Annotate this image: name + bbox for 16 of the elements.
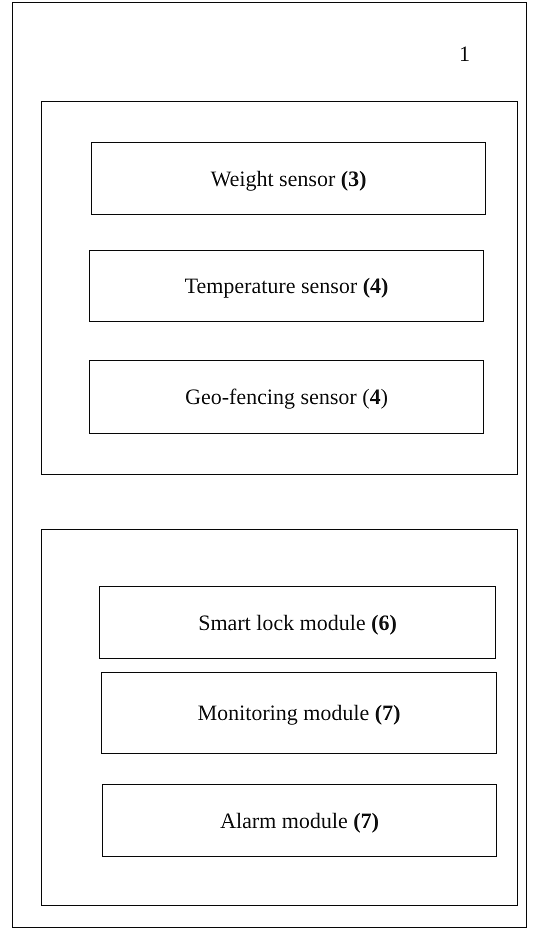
group-box	[41, 101, 518, 475]
module-box	[89, 250, 484, 322]
module-label: Temperature sensor (4)	[184, 273, 390, 299]
module-box	[89, 360, 484, 434]
module-label: Monitoring module (7)	[196, 700, 402, 726]
module-label: Geo-fencing sensor (4)	[184, 384, 389, 410]
module-label: Weight sensor (3)	[210, 166, 368, 192]
reference-numeral: 1	[459, 41, 470, 67]
module-label: Alarm module (7)	[219, 808, 380, 834]
module-box	[102, 784, 497, 857]
module-box	[99, 586, 496, 659]
outer-frame	[12, 2, 527, 928]
group-box	[41, 529, 518, 906]
module-box	[101, 672, 497, 754]
module-box	[91, 142, 486, 215]
module-label: Smart lock module (6)	[197, 610, 398, 636]
